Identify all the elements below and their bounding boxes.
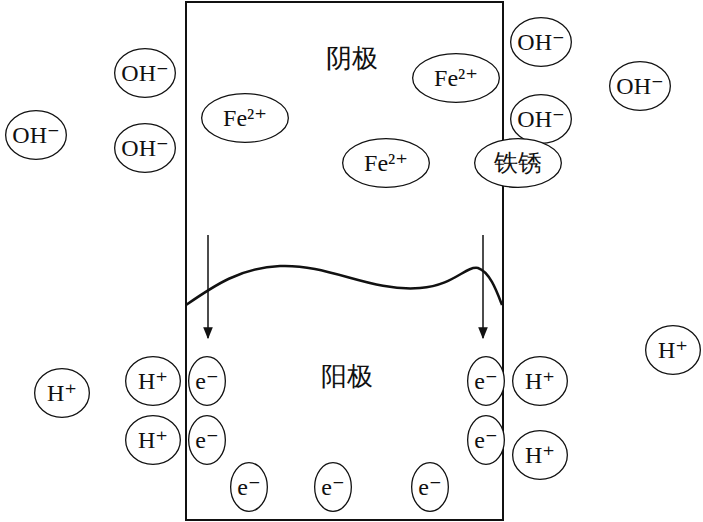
ion-circle: OH⁻ [114, 123, 176, 173]
ellipse-outline [6, 111, 67, 160]
ion-label: 铁锈 [494, 151, 542, 175]
ion-label: OH⁻ [517, 107, 564, 131]
ion-label: e⁻ [474, 428, 497, 452]
ion-label: OH⁻ [12, 123, 59, 147]
ion-label: OH⁻ [121, 61, 168, 85]
flow-arrow [207, 235, 209, 338]
ellipse-outline [413, 54, 500, 103]
ion-label: H⁺ [138, 369, 168, 393]
ion-circle: H⁺ [34, 368, 90, 418]
ellipse-outline [610, 62, 671, 111]
ellipse-outline [202, 94, 289, 143]
ion-circle: H⁺ [512, 430, 568, 480]
ion-label: e⁻ [195, 369, 218, 393]
ellipse-outline [115, 124, 176, 173]
ion-circle: 铁锈 [474, 138, 562, 188]
boundary-line [186, 266, 502, 305]
ellipse-outline [126, 416, 181, 465]
ion-circle: e⁻ [467, 415, 505, 465]
ion-circle: e⁻ [188, 356, 226, 406]
ion-circle: e⁻ [314, 462, 352, 512]
ellipse-outline [126, 357, 181, 406]
ion-circle: Fe²⁺ [412, 53, 500, 103]
ion-circle: OH⁻ [510, 17, 572, 67]
region-label: 阳极 [321, 361, 373, 391]
ion-label: H⁺ [525, 369, 555, 393]
ion-label: H⁺ [138, 428, 168, 452]
ion-circle: H⁺ [645, 325, 701, 375]
flow-arrow [482, 235, 484, 338]
ion-label: OH⁻ [517, 30, 564, 54]
ion-circle: e⁻ [188, 415, 226, 465]
ion-label: Fe²⁺ [223, 106, 267, 130]
ellipse-outline [511, 18, 572, 67]
ellipse-outline [35, 369, 90, 418]
ellipse-outline [511, 95, 572, 144]
ellipse-outline [412, 463, 449, 512]
ion-label: e⁻ [195, 428, 218, 452]
ellipse-outline [189, 416, 226, 465]
ion-circle: H⁺ [512, 356, 568, 406]
ion-circle: H⁺ [125, 356, 181, 406]
ion-label: H⁺ [47, 381, 77, 405]
ion-label: OH⁻ [616, 74, 663, 98]
ellipse-outline [646, 326, 701, 375]
ion-label: H⁺ [525, 443, 555, 467]
ellipse-outline [513, 357, 568, 406]
ion-label: e⁻ [418, 475, 441, 499]
ion-label: e⁻ [474, 369, 497, 393]
ion-label: e⁻ [321, 475, 344, 499]
ion-circle: Fe²⁺ [342, 138, 430, 188]
ellipse-outline [189, 357, 226, 406]
ion-label: e⁻ [237, 475, 260, 499]
ion-circle: e⁻ [411, 462, 449, 512]
ellipse-outline [468, 416, 505, 465]
ion-circle: OH⁻ [114, 48, 176, 98]
ellipse-outline [468, 357, 505, 406]
ellipse-outline [231, 463, 268, 512]
ellipse-outline [115, 49, 176, 98]
ion-circle: Fe²⁺ [201, 93, 289, 143]
ion-circle: e⁻ [467, 356, 505, 406]
ion-circle: OH⁻ [510, 94, 572, 144]
ion-label: Fe²⁺ [364, 151, 408, 175]
ellipse-outline [315, 463, 352, 512]
ellipse-outline [475, 139, 562, 188]
ion-circle: OH⁻ [5, 110, 67, 160]
ion-circle: H⁺ [125, 415, 181, 465]
ellipse-outline [343, 139, 430, 188]
ion-circle: OH⁻ [609, 61, 671, 111]
ellipse-outline [513, 431, 568, 480]
ion-label: OH⁻ [121, 136, 168, 160]
ion-circle: e⁻ [230, 462, 268, 512]
ion-label: Fe²⁺ [434, 66, 478, 90]
ion-label: H⁺ [658, 338, 688, 362]
iron-piece: 阴极阳极 Fe²⁺ Fe²⁺ Fe²⁺ e⁻ e⁻ e⁻ e⁻ e⁻ e⁻ e⁻ [185, 1, 504, 521]
region-label: 阴极 [326, 43, 378, 73]
